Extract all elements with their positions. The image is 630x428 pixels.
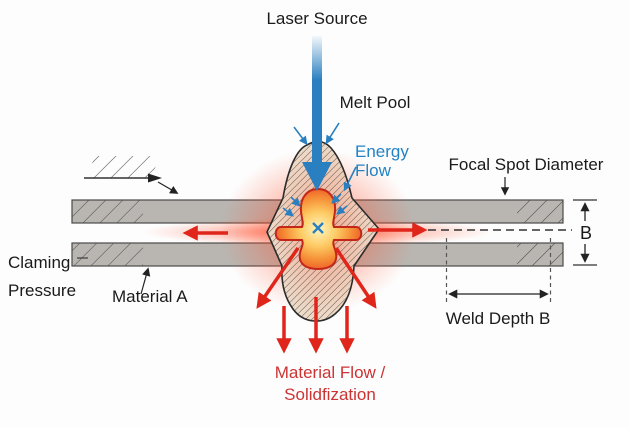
top-plate-hatch-left [72,200,143,223]
clamp-fixture-symbol [84,156,179,194]
dimensions [428,177,597,304]
label-material-flow-line1: Material Flow / [275,363,386,382]
fixture-hatch [86,156,160,178]
material-a-leader-arrow-icon [140,267,151,295]
energy-arrow-inner-3-icon [331,193,342,204]
bottom-plate-hatch-left [72,243,143,266]
energy-arrows [282,122,357,234]
energy-arrow-right-icon [325,122,340,145]
energy-arrow-left-icon [293,126,308,146]
label-focal-spot-diameter: Focal Spot Diameter [449,155,604,174]
label-energy-flow-line2: Flow [355,161,392,180]
fixture-leader-arrow-icon [157,181,179,194]
energy-arrow-inner-1-icon [290,196,301,207]
energy-arrow-inner-2-icon [282,207,295,217]
label-clamping-line2: Pressure [8,281,76,300]
beam-shaft [312,36,322,166]
fixture-arrowhead-icon [148,173,162,183]
melt-center-x-mark-icon [312,222,324,234]
label-melt-pool: Melt Pool [340,93,411,112]
bottom-plate-hatch-right [517,243,563,266]
label-laser-source: Laser Source [266,9,367,28]
label-weld-depth: Weld Depth B [446,309,551,328]
label-material-a: Material A [112,287,188,306]
flow-arrow-diag-right-icon [334,247,377,309]
material-flow-arrows [182,222,428,354]
flow-arrow-diag-left-icon [256,247,300,309]
label-clamping-line1: Claming [8,253,70,272]
energy-arrow-inner-4-icon [335,205,348,215]
label-b-dimension: B [580,223,592,243]
label-energy-flow-line1: Energy [355,142,409,161]
label-material-flow-line2: Solidfization [284,385,376,404]
beam-arrowhead-icon [302,162,332,191]
energy-flow-leader-arrow-icon [343,166,357,192]
laser-beam [302,36,332,191]
top-plate-hatch-right [517,200,563,223]
